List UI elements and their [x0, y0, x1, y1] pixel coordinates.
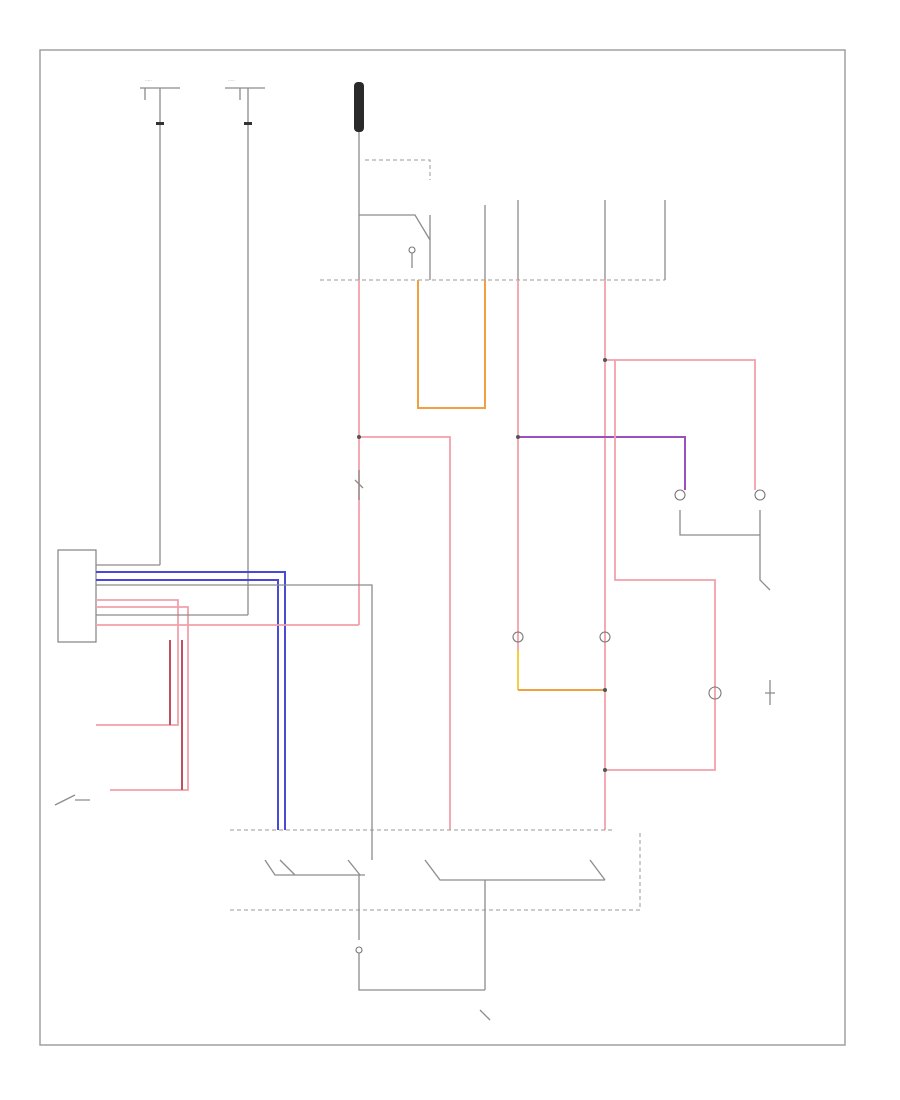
- left-connector: [54, 549, 373, 830]
- svg-text:·····: ·····: [145, 78, 152, 83]
- switch-bank: [230, 829, 641, 1021]
- components: [354, 358, 775, 772]
- main-wire-runs: [358, 280, 771, 830]
- diagram-frame: [39, 49, 846, 1046]
- power-fuse: [320, 82, 666, 281]
- top-left-fuse-feeds: ····· ·····: [140, 78, 265, 615]
- svg-text:·····: ·····: [228, 78, 235, 83]
